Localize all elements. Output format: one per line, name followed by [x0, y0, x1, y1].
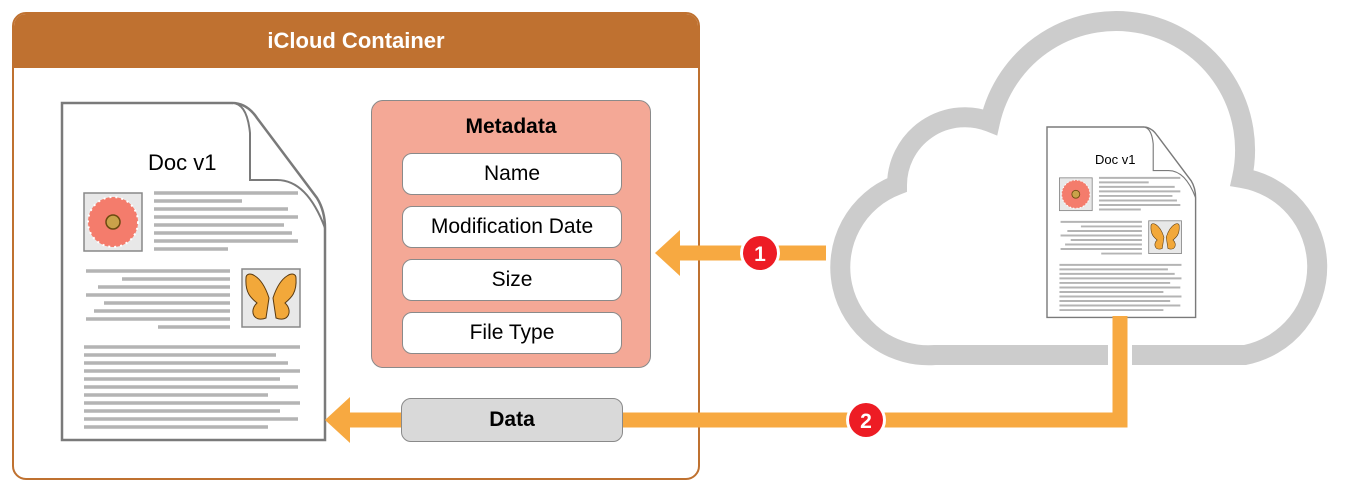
metadata-item-size: Size — [402, 259, 622, 301]
svg-text:2: 2 — [860, 410, 872, 433]
metadata-item-name: Name — [402, 153, 622, 195]
metadata-box: Metadata Name Modification Date Size Fil… — [371, 100, 651, 368]
step-2-badge: 2 — [846, 400, 886, 440]
metadata-item-file-type: File Type — [402, 312, 622, 354]
cloud-document-title: Doc v1 — [1095, 152, 1136, 167]
step-1-badge: 1 — [740, 233, 780, 273]
local-document-title: Doc v1 — [148, 150, 217, 175]
metadata-arrowhead — [655, 230, 680, 276]
data-arrowhead — [325, 397, 350, 443]
metadata-title: Metadata — [465, 115, 557, 138]
container-title: iCloud Container — [14, 14, 698, 68]
cloud-shape — [830, 11, 1328, 366]
metadata-item-modification-date: Modification Date — [402, 206, 622, 248]
svg-text:1: 1 — [754, 243, 766, 266]
data-box: Data — [401, 398, 623, 442]
